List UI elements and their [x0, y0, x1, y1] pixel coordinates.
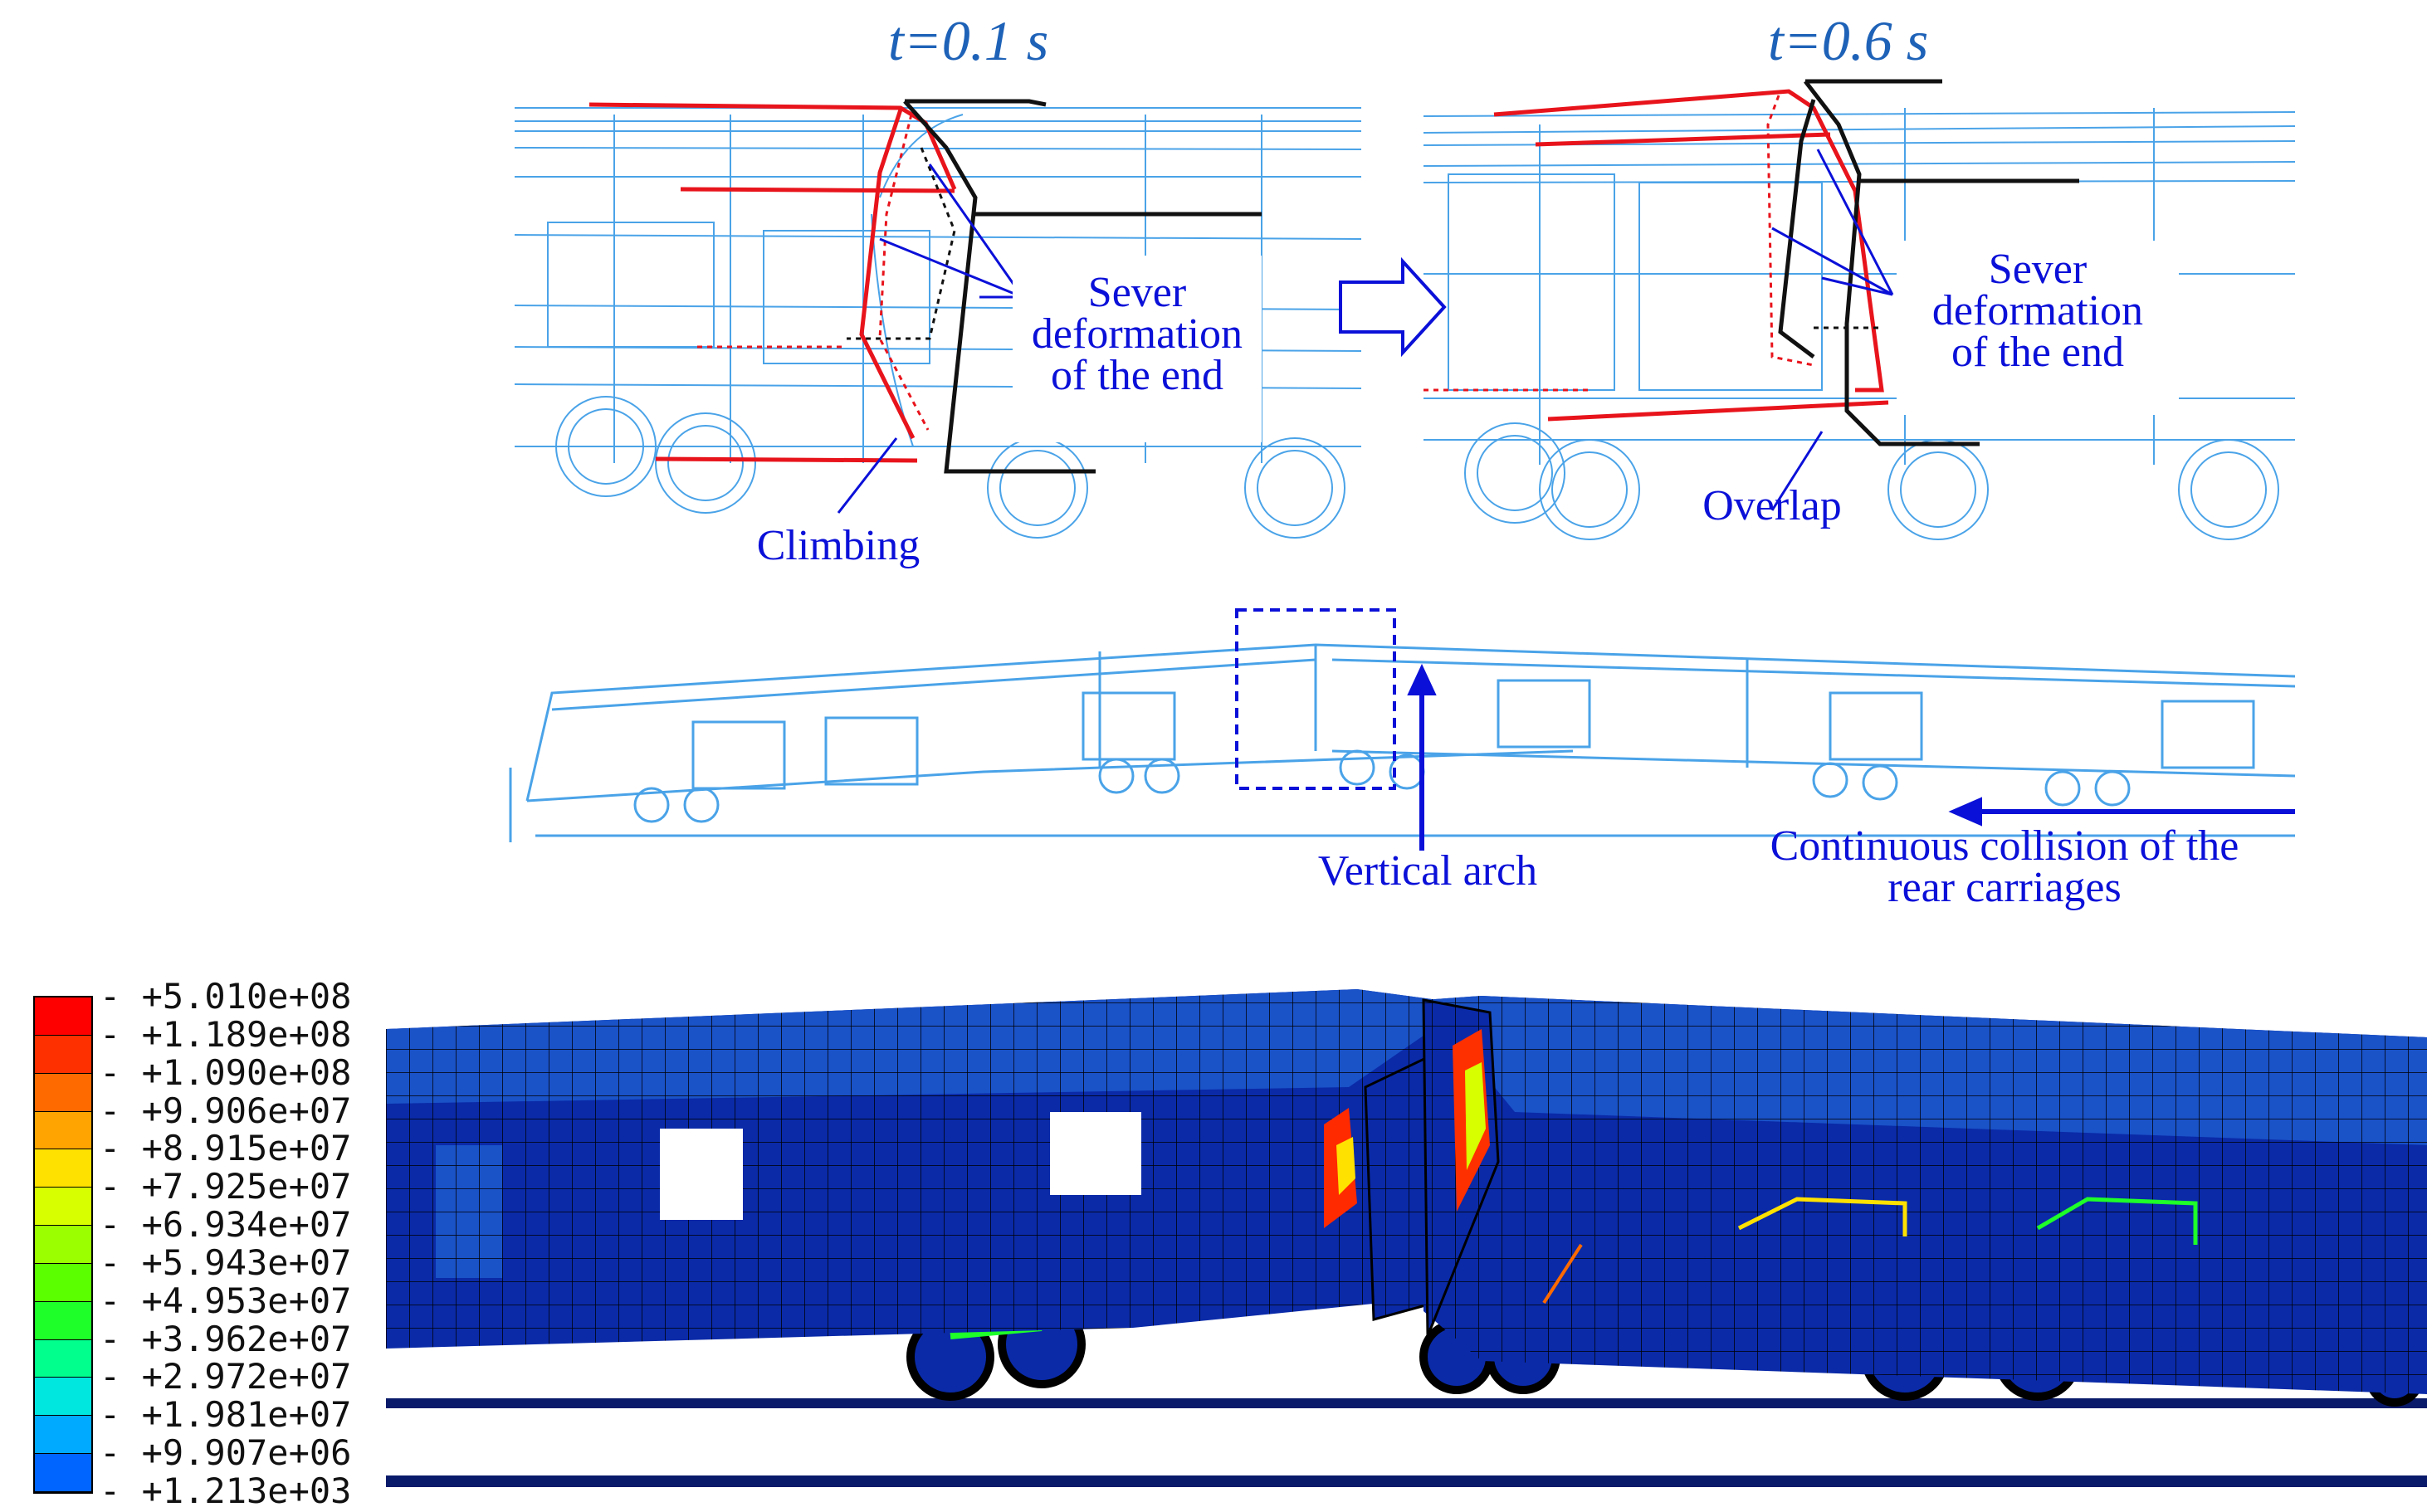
contour-scene: [386, 979, 2427, 1512]
legend-swatch: [35, 1301, 91, 1340]
left-severe-deformation-label: Sever deformation of the end: [1013, 256, 1262, 442]
top-right-panel: Sever deformation of the end Overlap: [1423, 75, 2295, 548]
legend-swatch: [35, 1035, 91, 1074]
train-wireframe: [509, 608, 2295, 851]
label-line: of the end: [1051, 352, 1223, 399]
legend-value: - +1.090e+08: [100, 1051, 352, 1093]
legend-swatch: [35, 1188, 91, 1227]
legend-swatch: [35, 1073, 91, 1112]
legend-value: - +2.972e+07: [100, 1356, 352, 1397]
legend-value: - +9.907e+06: [100, 1432, 352, 1474]
label-line: deformation: [1031, 310, 1243, 358]
right-time-label: t=0.6 s: [1768, 9, 1929, 72]
legend-swatch: [35, 1454, 91, 1492]
climbing-label: Climbing: [756, 522, 921, 569]
label-line: rear carriages: [1887, 864, 2122, 911]
contour-train: [386, 989, 2427, 1487]
legend-value: - +9.906e+07: [100, 1090, 352, 1131]
label-line: of the end: [1951, 329, 2124, 376]
left-time-label: t=0.1 s: [888, 9, 1049, 72]
legend-swatch: [35, 1263, 91, 1302]
legend-swatch: [35, 1416, 91, 1455]
legend-swatch: [35, 1339, 91, 1378]
legend-swatch: [35, 997, 91, 1036]
legend-value: - +4.953e+07: [100, 1280, 352, 1321]
continuous-collision-label: Continuous collision of the rear carriag…: [1714, 822, 2295, 911]
label-line: Sever: [1087, 269, 1187, 316]
right-severe-deformation-label: Sever deformation of the end: [1897, 241, 2179, 415]
color-legend: - +5.010e+08- +1.189e+08- +1.090e+08- +9…: [33, 978, 398, 1511]
legend-value: - +1.981e+07: [100, 1394, 352, 1436]
legend-value: - +6.934e+07: [100, 1204, 352, 1246]
legend-value: - +5.010e+08: [100, 976, 352, 1017]
legend-value: - +5.943e+07: [100, 1241, 352, 1283]
middle-train-panel: Vertical arch Continuous collision of th…: [502, 602, 2295, 934]
top-left-panel: Sever deformation of the end Climbing: [515, 98, 1361, 568]
legend-swatch: [35, 1111, 91, 1150]
legend-value: - +7.925e+07: [100, 1166, 352, 1207]
legend-swatch: [35, 1378, 91, 1417]
legend-swatch: [35, 1226, 91, 1264]
legend-value: - +1.189e+08: [100, 1013, 352, 1055]
label-line: deformation: [1931, 287, 2144, 334]
left-wireframe: [515, 99, 1361, 539]
legend-value: - +3.962e+07: [100, 1318, 352, 1359]
legend-swatch: [35, 1149, 91, 1188]
legend-value: - +8.915e+07: [100, 1128, 352, 1169]
label-line: Continuous collision of the: [1770, 822, 2239, 870]
overlap-label: Overlap: [1702, 482, 1842, 529]
vertical-arch-label: Vertical arch: [1317, 847, 1538, 895]
legend-color-bar: [33, 996, 93, 1494]
arch-highlight-box: [1235, 608, 1396, 790]
label-line: Sever: [1988, 246, 2088, 293]
legend-value: - +1.213e+03: [100, 1471, 352, 1511]
